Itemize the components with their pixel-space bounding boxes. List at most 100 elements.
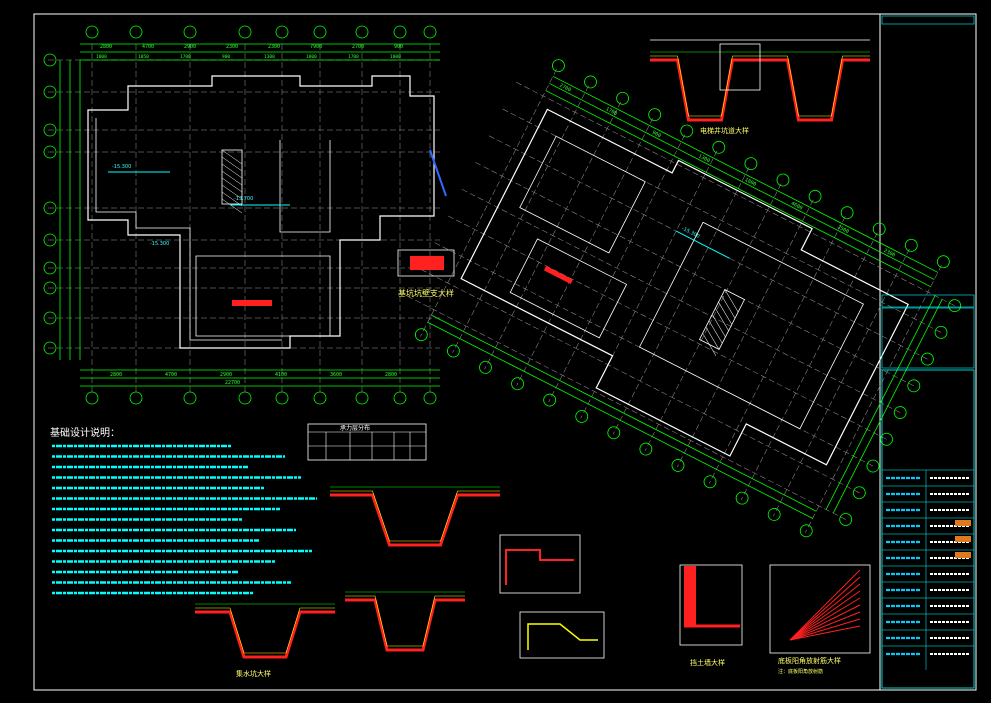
bearing-table: 承力层分布	[307, 423, 427, 461]
hatch-line	[221, 149, 243, 165]
axis-bubble	[744, 157, 758, 171]
inner-wall	[279, 140, 331, 233]
axis-bubble	[808, 189, 822, 203]
title-stamp	[955, 536, 971, 542]
dimension-label: 1050	[138, 54, 149, 60]
radial-bar	[789, 597, 861, 641]
detail-box	[499, 534, 581, 594]
axis-bubble	[238, 25, 252, 39]
elevation-label: -15.300	[112, 164, 131, 170]
inner-room	[195, 255, 331, 337]
sump-marker	[232, 300, 272, 306]
grid-line	[448, 215, 887, 440]
axis-bubble	[893, 406, 907, 419]
dimension-label: 2800	[385, 372, 397, 378]
radial-bar	[789, 583, 861, 641]
axis-bubble	[43, 341, 57, 355]
inner-wall	[95, 118, 282, 341]
pit-section-center	[330, 493, 500, 547]
grid-line	[516, 82, 955, 306]
title-row	[881, 294, 975, 308]
axis-bubble	[393, 391, 407, 405]
inner-room	[519, 135, 646, 254]
dimension-label: 2900	[184, 44, 196, 50]
radial-bar	[789, 604, 861, 641]
ear-detail-box	[397, 249, 455, 277]
axis-bubble	[355, 25, 369, 39]
axis-bubble	[479, 360, 492, 374]
dimension-label: 2800	[110, 372, 122, 378]
dimension-label: 4100	[275, 372, 287, 378]
axis-bubble	[423, 25, 437, 39]
dimension-label: 2300	[268, 44, 280, 50]
sump-title: 集水坑大样	[236, 669, 271, 678]
axis-bubble	[712, 140, 726, 154]
hatch-line	[221, 156, 243, 172]
axis-bubble	[907, 379, 921, 393]
notes-title: 基础设计说明：	[50, 426, 120, 439]
wall-detail-box	[679, 564, 743, 646]
wall-detail-title: 挡土墙大样	[690, 658, 725, 667]
dimension-label: 2900	[220, 372, 232, 378]
axis-bubble	[839, 513, 853, 526]
title-header	[881, 15, 975, 25]
elevator-core	[221, 149, 243, 205]
axis-bubble	[43, 123, 57, 137]
dimension-total: 22700	[225, 380, 240, 386]
ear-detail-fill	[410, 256, 444, 270]
axis-bubble	[43, 145, 57, 159]
dimension-label: 3600	[330, 372, 342, 378]
radial-bar	[789, 576, 861, 641]
pit-section-center-rebar	[330, 490, 500, 542]
axis-bubble	[543, 393, 557, 407]
pit-well	[719, 43, 761, 91]
sump-section-rebar	[195, 607, 335, 654]
dimension-label: 1800	[744, 177, 757, 188]
dimension-line	[545, 90, 931, 288]
axis-bubble	[43, 53, 57, 67]
axis-bubble	[584, 75, 597, 89]
dimension-label: 1700	[180, 54, 191, 60]
dimension-label: 900	[651, 130, 662, 139]
elevation-label: -15.300	[150, 241, 169, 247]
rebar-detail-note: 注：底板阳角放射筋	[778, 668, 823, 675]
elevation-label: -13.700	[234, 196, 253, 202]
axis-bubble	[393, 25, 407, 39]
axis-bubble	[934, 325, 948, 339]
axis-bubble	[575, 410, 589, 423]
hatch-line	[721, 295, 736, 319]
inner-room	[509, 238, 628, 339]
axis-bubble	[607, 426, 621, 440]
axis-bubble	[313, 391, 327, 405]
axis-bubble	[680, 124, 694, 138]
grid-line	[420, 269, 860, 493]
elevator-pit-left-rebar	[650, 55, 760, 117]
dimension-label: 4700	[165, 372, 177, 378]
pit-section-small-rebar	[345, 595, 465, 647]
dimension-label: 1300	[264, 54, 275, 60]
dimension-label: 2500	[836, 224, 849, 235]
title-stamp	[955, 520, 971, 526]
axis-bubble	[552, 59, 565, 73]
axis-bubble	[880, 432, 893, 446]
title-stamp	[955, 552, 971, 558]
elevator-pit-left	[650, 58, 760, 122]
axis-bubble	[703, 475, 717, 489]
detail-sections	[195, 39, 871, 659]
foundation-outline	[87, 75, 435, 349]
radial-bar	[789, 618, 861, 641]
axis-bubble	[43, 261, 57, 275]
elevator-pit-right-rebar	[760, 55, 870, 117]
hatch-line	[718, 301, 733, 325]
axis-bubble	[648, 108, 662, 122]
hatch-line	[724, 289, 739, 313]
detail-section	[505, 549, 574, 585]
axis-bubble	[43, 233, 57, 247]
axis-bubble	[616, 91, 629, 105]
axis-bubble	[840, 206, 854, 220]
rebar-detail-title: 底板阳角放射筋大样	[778, 656, 841, 665]
dimension-label: 1300	[697, 153, 710, 164]
axis-bubble	[735, 491, 749, 505]
